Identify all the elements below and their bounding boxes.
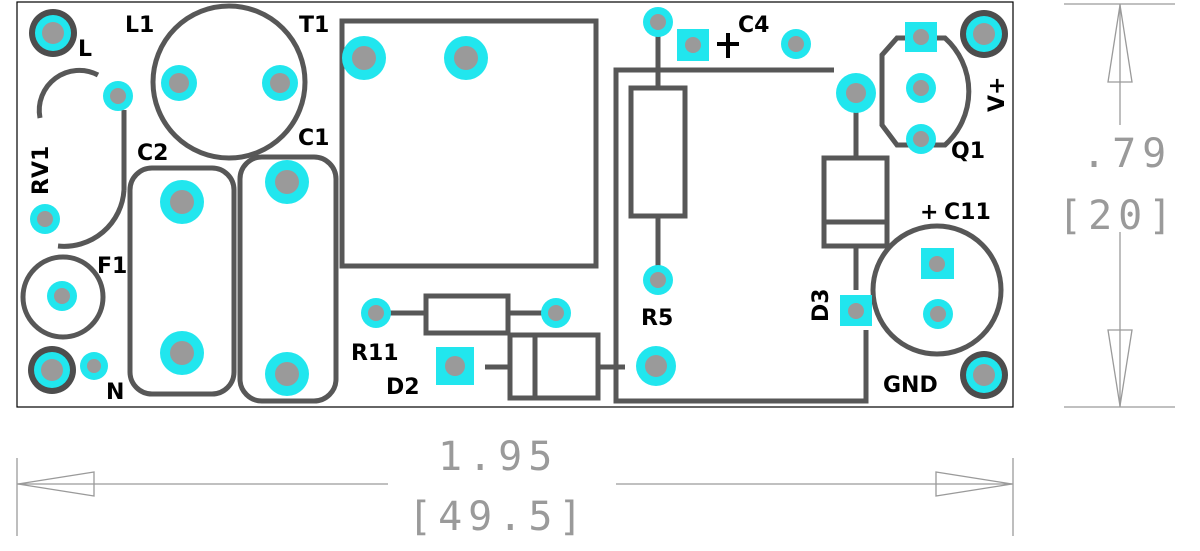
d3-outline (821, 155, 890, 249)
height-millimeters: [20] (1058, 193, 1178, 239)
mounting-hole-top-left (29, 9, 77, 57)
pad-d3-top (836, 73, 876, 113)
pad-rv1-2 (30, 204, 60, 234)
pad-c11-2 (923, 299, 953, 329)
width-arrow-right (935, 471, 1013, 497)
label-V-plus: V+ (985, 77, 1010, 112)
round-pads (30, 7, 953, 396)
label-RV1: RV1 (29, 146, 54, 195)
rv1-outline-bottom (57, 189, 127, 249)
mounting-hole-top-right (960, 10, 1008, 58)
pad-d2-2 (636, 346, 676, 386)
label-R11: R11 (351, 341, 399, 366)
pad-d3-square (840, 295, 872, 326)
pad-c11-1-square (921, 248, 954, 279)
pad-q1-2 (906, 73, 936, 103)
height-dimension (1064, 3, 1175, 408)
pad-l1-2 (262, 65, 298, 101)
pad-l1-1 (161, 65, 197, 101)
mounting-hole-bottom-right (960, 351, 1008, 399)
l1-outline (150, 3, 308, 161)
component-outlines (20, 3, 1004, 404)
pad-t1-1 (342, 36, 386, 80)
pad-c1-1 (265, 160, 309, 204)
height-arrow-top (1107, 4, 1133, 83)
label-N: N (106, 380, 124, 405)
pad-r11-2 (541, 298, 571, 328)
label-L: L (78, 37, 92, 62)
label-D3: D3 (809, 288, 834, 322)
label-C2: C2 (137, 141, 168, 166)
rv1-outline-top (36, 67, 100, 119)
label-C11-plus: + (920, 200, 938, 225)
c1-outline (237, 154, 339, 404)
width-millimeters: [49.5] (408, 494, 589, 540)
height-inches: .79 (1082, 131, 1172, 177)
pad-r11-1 (361, 298, 391, 328)
pad-f1-1 (47, 281, 77, 311)
r5-region-outline (613, 67, 869, 404)
pad-c1-2 (265, 352, 309, 396)
c4-polarity-plus (717, 33, 739, 58)
pad-q1-3 (906, 124, 936, 154)
label-C11: C11 (944, 200, 991, 225)
width-inches: 1.95 (438, 434, 558, 480)
square-pads (436, 22, 954, 385)
mounting-hole-bottom-left (28, 346, 76, 394)
pad-d2-1-square (436, 347, 474, 385)
height-arrow-bottom (1107, 329, 1133, 407)
label-C1: C1 (298, 126, 329, 151)
label-T1: T1 (299, 13, 329, 38)
label-L1: L1 (125, 13, 154, 38)
pad-c4-right (781, 29, 811, 59)
label-D2: D2 (386, 375, 420, 400)
r5-outline (628, 85, 688, 219)
d2-outline (507, 332, 601, 401)
pad-t1-2 (444, 36, 488, 80)
t1-outline (339, 18, 599, 269)
pad-rv1-1 (103, 81, 133, 111)
width-arrow-left (17, 471, 95, 497)
pad-c4-top (643, 7, 673, 37)
label-Q1: Q1 (951, 139, 985, 164)
board-outline (16, 1, 1014, 408)
f1-outline (20, 254, 106, 340)
pad-c2-2 (160, 331, 204, 375)
label-GND: GND (883, 373, 938, 398)
c11-outline (870, 223, 1004, 357)
label-F1: F1 (97, 254, 127, 279)
width-dimension (16, 458, 1014, 536)
pad-c2-1 (160, 180, 204, 224)
pad-f1-2 (80, 352, 108, 380)
c2-outline (127, 165, 237, 397)
pad-r5-bottom (643, 265, 673, 295)
q1-outline (879, 35, 972, 148)
r11-outline (423, 293, 511, 336)
mounting-holes (28, 9, 1008, 399)
pad-q1-1-square (905, 22, 937, 52)
silkscreen-labels: L L1 T1 C4 V+ RV1 C2 C1 Q1 + C11 F1 R5 D… (29, 13, 1010, 405)
pad-c4-square (677, 29, 709, 61)
label-C4: C4 (738, 13, 769, 38)
label-R5: R5 (641, 306, 673, 331)
